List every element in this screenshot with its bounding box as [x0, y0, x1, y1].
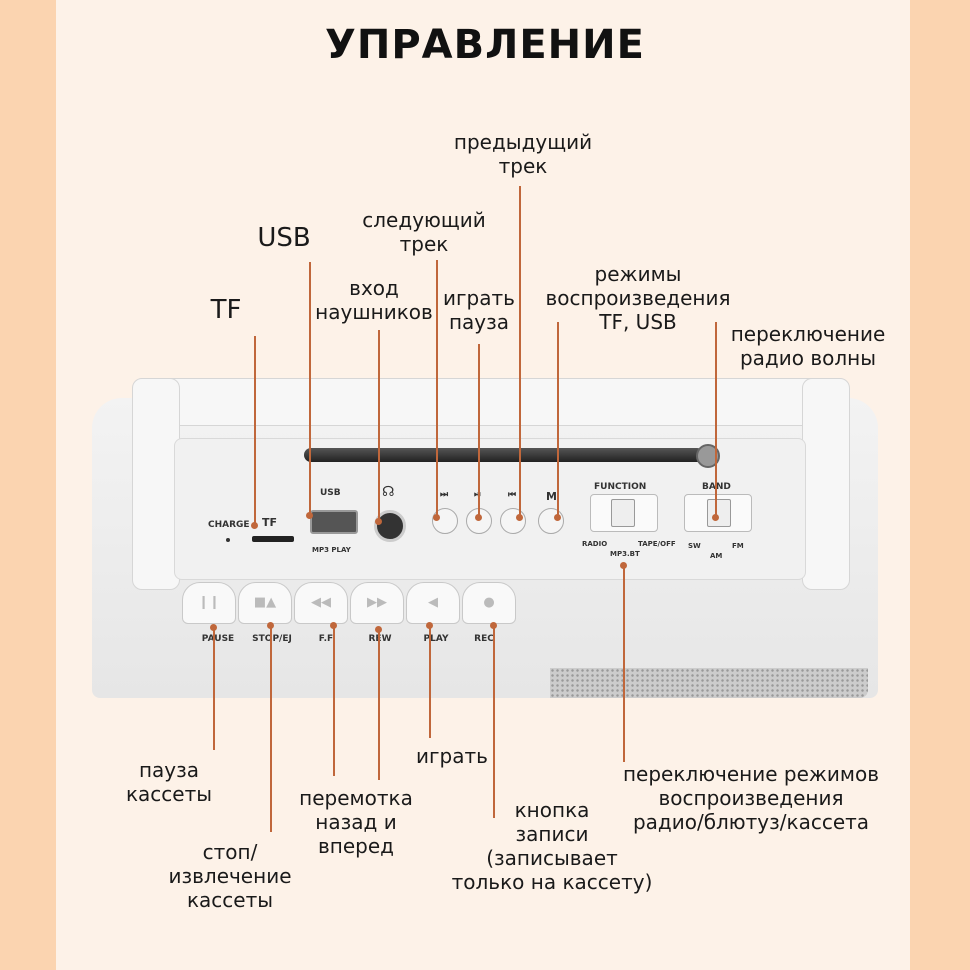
label-modes: режимы воспроизведения TF, USB [545, 262, 731, 334]
callout-dot-record [490, 622, 497, 629]
callout-line-pause-tape [213, 628, 215, 750]
callout-dot-mode [554, 514, 561, 521]
callout-line-band [715, 322, 717, 520]
label-band-switch: переключение радио волны [730, 322, 886, 370]
callout-line-prev [519, 186, 521, 518]
tape-label-play: PLAY [423, 634, 449, 644]
handle-left [132, 378, 180, 590]
antenna [304, 448, 704, 462]
prev-track-button[interactable] [500, 508, 526, 534]
next-icon: ⏭ [440, 490, 449, 500]
callout-dot-usb [306, 512, 313, 519]
callout-line-headphones [378, 330, 380, 522]
tf-slot[interactable] [252, 536, 294, 542]
tape-off-label: TAPE/OFF [638, 540, 676, 548]
label-record: кнопка записи (записывает только на касс… [451, 798, 653, 894]
handle-right [802, 378, 850, 590]
play-pause-icon: ⏯ [474, 490, 481, 500]
callout-line-next [436, 260, 438, 518]
label-usb: USB [257, 223, 311, 253]
sw-label: SW [688, 542, 701, 550]
band-switch-knob[interactable] [707, 499, 731, 527]
headphone-icon: ☊ [382, 484, 395, 500]
usb-label: USB [320, 488, 341, 498]
label-rewind-ff: перемотка назад и вперед [299, 786, 413, 858]
label-prev-track: предыдущий трек [453, 130, 593, 178]
radio-label: RADIO [582, 540, 608, 548]
callout-line-rew [378, 630, 380, 780]
fast-forward-button[interactable]: ◀◀ [294, 582, 348, 624]
charge-led [226, 538, 230, 542]
label-next-track: следующий трек [362, 208, 486, 256]
rewind-button[interactable]: ▶▶ [350, 582, 404, 624]
callout-line-play [429, 626, 431, 738]
label-play-pause: играть пауза [443, 286, 515, 334]
pause-tape-button[interactable]: ❙❙ [182, 582, 236, 624]
prev-icon: ⏮ [508, 490, 517, 500]
tape-label-rec: REC [474, 634, 494, 644]
callout-dot-next [433, 514, 440, 521]
am-label: AM [710, 552, 723, 560]
play-tape-button[interactable]: ◀ [406, 582, 460, 624]
label-play: играть [416, 744, 488, 768]
callout-line-ff [333, 626, 335, 776]
label-stop-eject: стоп/ извлечение кассеты [168, 840, 292, 912]
callout-dot-prev [516, 514, 523, 521]
page-title: УПРАВЛЕНИЕ [325, 22, 645, 68]
next-track-button[interactable] [432, 508, 458, 534]
mode-button[interactable] [538, 508, 564, 534]
tape-label-ff: F.F [318, 634, 334, 644]
callout-dot-play [426, 622, 433, 629]
tf-label: TF [262, 516, 278, 529]
callout-line-function [623, 566, 625, 762]
charge-label: CHARGE [208, 520, 250, 530]
callout-dot-pause-tape [210, 624, 217, 631]
callout-dot-rew [375, 626, 382, 633]
callout-dot-band [712, 514, 719, 521]
cassette-radio-device: CHARGE TF USB MP3 PLAY ☊ ⏭ ⏯ ⏮ M FUNCTIO… [92, 378, 878, 698]
band-switch[interactable] [684, 494, 752, 532]
callout-dot-stop [267, 622, 274, 629]
callout-line-mode [557, 322, 559, 518]
label-function-switch: переключение режимов воспроизведения рад… [622, 762, 880, 834]
usb-port[interactable] [310, 510, 358, 534]
callout-line-tf [254, 336, 256, 526]
label-headphones: вход наушников [315, 276, 433, 324]
callout-dot-function [620, 562, 627, 569]
record-button[interactable]: ● [462, 582, 516, 624]
callout-line-record [493, 626, 495, 818]
tape-label-pause: PAUSE [201, 634, 235, 644]
stop-eject-button[interactable]: ■▲ [238, 582, 292, 624]
function-label: FUNCTION [594, 482, 647, 492]
label-tf: TF [210, 295, 242, 325]
speaker-grille [550, 668, 868, 698]
callout-line-usb [309, 262, 311, 517]
tape-label-rew: REW [350, 634, 410, 644]
tape-label-stop: STOP/EJ [252, 634, 292, 644]
callout-line-play-pause [478, 344, 480, 518]
function-switch-knob[interactable] [611, 499, 635, 527]
callout-line-stop [270, 626, 272, 832]
callout-dot-play-pause [475, 514, 482, 521]
callout-dot-headphones [375, 518, 382, 525]
callout-dot-ff [330, 622, 337, 629]
mp3-bt-label: MP3.BT [610, 550, 640, 558]
label-pause-tape: пауза кассеты [125, 758, 213, 806]
mp3-play-label: MP3 PLAY [312, 546, 351, 554]
function-switch[interactable] [590, 494, 658, 532]
callout-dot-tf [251, 522, 258, 529]
handle-top [132, 378, 850, 426]
m-label: M [546, 490, 557, 503]
tape-button-row: ❙❙ ■▲ ◀◀ ▶▶ ◀ ● [182, 582, 612, 626]
fm-label: FM [732, 542, 744, 550]
